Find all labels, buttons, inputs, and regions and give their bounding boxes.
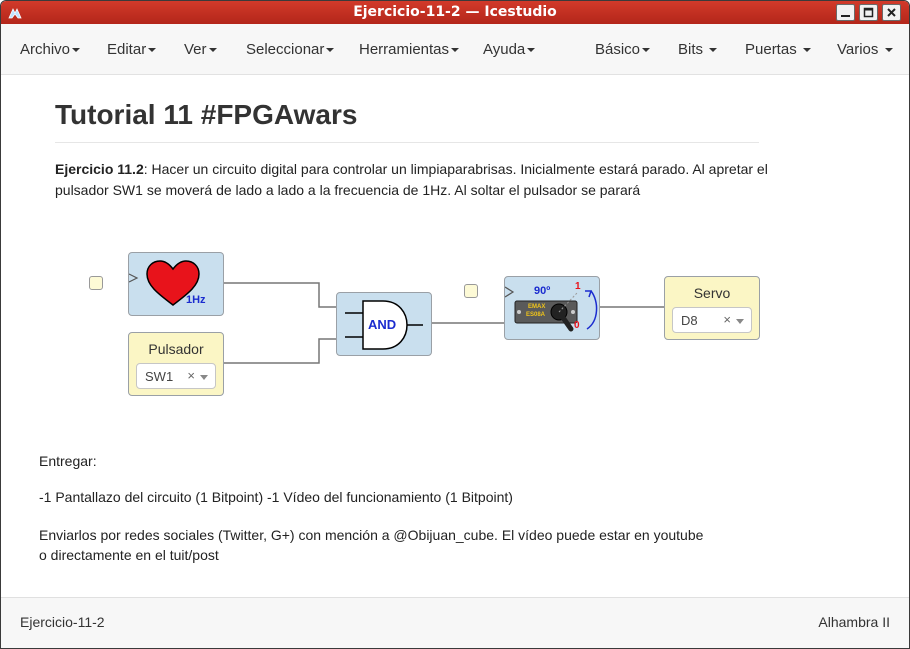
servo-angle-label: 90º <box>534 285 551 297</box>
chevron-down-icon <box>802 48 811 53</box>
design-canvas[interactable]: Tutorial 11 #FPGAwars Ejercicio 11.2: Ha… <box>1 75 909 597</box>
menu-archivo[interactable]: Archivo <box>20 41 81 58</box>
deliverables-items: -1 Pantallazo del circuito (1 Bitpoint) … <box>39 489 513 505</box>
heart-icon <box>129 260 200 306</box>
status-bar: Ejercicio-11-2 Alhambra II <box>1 597 909 648</box>
menu-label: Seleccionar <box>246 41 325 58</box>
menu-label: Ayuda <box>483 41 526 58</box>
chevron-down-icon <box>642 48 651 53</box>
menu-label: Varios <box>837 41 879 58</box>
output-pin-select[interactable]: D8 × <box>672 307 752 333</box>
menu-basico[interactable]: Básico <box>595 41 651 58</box>
wire-input-to-and <box>223 338 337 364</box>
menu-varios[interactable]: Varios <box>837 41 893 58</box>
clear-icon[interactable]: × <box>723 312 731 327</box>
window-title: Ejercicio-11-2 — Icestudio <box>353 4 557 20</box>
servo-brand: EMAX <box>528 304 546 310</box>
title-divider <box>55 142 759 143</box>
menu-ver[interactable]: Ver <box>184 41 217 58</box>
clock-frequency-label: 1Hz <box>186 294 206 306</box>
menu-ayuda[interactable]: Ayuda <box>483 41 536 58</box>
chevron-down-icon <box>72 48 81 53</box>
input-pin-select[interactable]: SW1 × <box>136 363 216 389</box>
output-block-servo[interactable]: Servo D8 × <box>664 276 760 340</box>
menu-bar: Archivo Editar Ver Seleccionar Herramien… <box>1 24 909 75</box>
exercise-text: : Hacer un circuito digital para control… <box>55 161 768 198</box>
input-label: Pulsador <box>148 341 204 357</box>
servo-icon <box>505 286 598 332</box>
menu-label: Básico <box>595 41 641 58</box>
chevron-down-icon <box>884 48 893 53</box>
title-bar[interactable]: Ejercicio-11-2 — Icestudio <box>1 1 909 24</box>
share-line-2: o directamente en el tuit/post <box>39 547 219 563</box>
menu-label: Herramientas <box>359 41 450 58</box>
wire-clock-to-and <box>223 282 337 308</box>
maximize-button[interactable] <box>859 4 878 21</box>
menu-editar[interactable]: Editar <box>107 41 157 58</box>
deliverables-heading: Entregar: <box>39 453 97 469</box>
chevron-down-icon <box>208 48 217 53</box>
chevron-down-icon <box>148 48 157 53</box>
menu-label: Editar <box>107 41 147 58</box>
servo-position-low: 0 <box>574 320 580 331</box>
clock-1hz-block[interactable]: 1Hz <box>128 252 224 316</box>
menu-label: Bits <box>678 41 704 58</box>
status-board-name[interactable]: Alhambra II <box>818 614 890 630</box>
servo-input-pin[interactable] <box>464 284 478 298</box>
minimize-icon <box>841 15 850 17</box>
input-pin-value: SW1 <box>145 369 174 384</box>
exercise-label: Ejercicio 11.2 <box>55 161 144 177</box>
menu-puertas[interactable]: Puertas <box>745 41 811 58</box>
icestudio-logo-icon <box>8 8 22 19</box>
exercise-description: Ejercicio 11.2: Hacer un circuito digita… <box>55 159 775 201</box>
chevron-down-icon <box>451 48 460 53</box>
status-file-name: Ejercicio-11-2 <box>20 614 105 630</box>
chevron-down-icon[interactable] <box>736 319 744 324</box>
and-gate-label: AND <box>368 317 397 332</box>
chevron-down-icon[interactable] <box>200 375 208 380</box>
and-gate-block[interactable]: AND <box>336 292 432 356</box>
close-button[interactable] <box>882 4 901 21</box>
page-title: Tutorial 11 #FPGAwars <box>55 99 358 130</box>
menu-herramientas[interactable]: Herramientas <box>359 41 460 58</box>
and-gate-icon <box>345 300 423 350</box>
share-line-1: Enviarlos por redes sociales (Twitter, G… <box>39 527 704 543</box>
minimize-button[interactable] <box>836 4 855 21</box>
servo-position-high: 1 <box>575 281 581 292</box>
chevron-down-icon <box>709 48 718 53</box>
servo-model: ES08A <box>526 312 546 318</box>
close-icon <box>887 8 896 17</box>
menu-label: Archivo <box>20 41 71 58</box>
servo-block[interactable]: 90º 1 0 EMAX ES08A <box>504 276 600 340</box>
chevron-down-icon <box>527 48 536 53</box>
clear-icon[interactable]: × <box>187 368 195 383</box>
menu-label: Puertas <box>745 41 797 58</box>
input-block-pulsador[interactable]: Pulsador SW1 × <box>128 332 224 396</box>
maximize-icon <box>863 7 874 18</box>
menu-bits[interactable]: Bits <box>678 41 718 58</box>
chevron-down-icon <box>326 48 335 53</box>
wires-layer <box>223 282 665 364</box>
menu-label: Ver <box>184 41 207 58</box>
output-label: Servo <box>693 285 731 301</box>
output-pin-value: D8 <box>681 313 698 328</box>
clock-input-pin[interactable] <box>89 276 103 290</box>
menu-seleccionar[interactable]: Seleccionar <box>246 41 335 58</box>
